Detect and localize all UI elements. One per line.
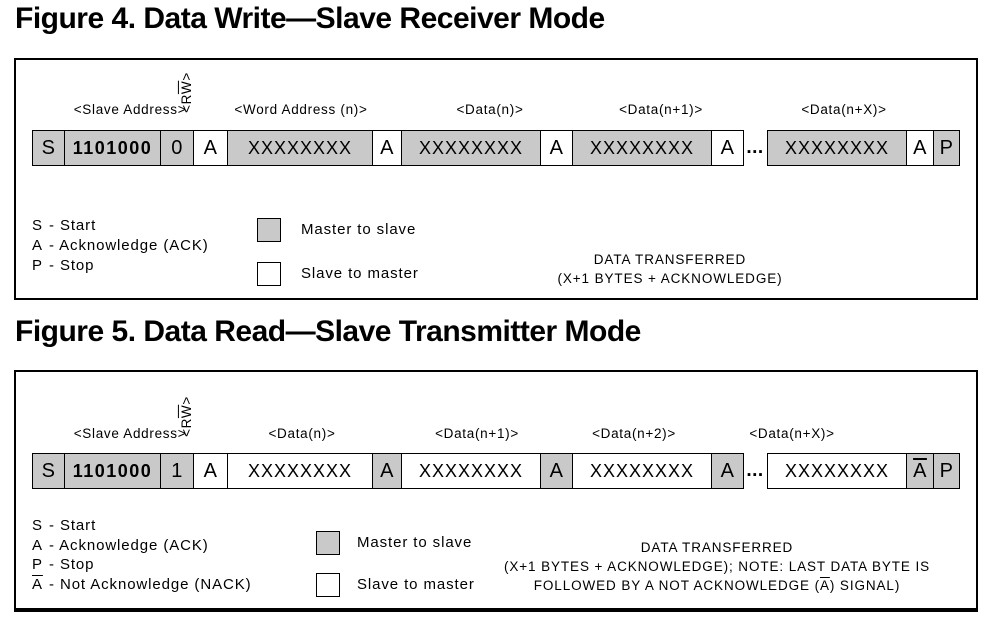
legend-item-ack: A- Acknowledge (ACK)	[32, 536, 209, 554]
cell-ack: A	[193, 453, 228, 489]
legend: S- Start A- Acknowledge (ACK) P- Stop	[32, 216, 209, 276]
cell-data-nx: XXXXXXXX	[767, 130, 907, 166]
cell-data-n2: XXXXXXXX	[572, 453, 712, 489]
legend-item-start: S- Start	[32, 517, 97, 534]
swatch-master-to-slave	[257, 218, 281, 242]
legend: S- Start A- Acknowledge (ACK) P- Stop A-…	[32, 516, 252, 594]
label-word-address: <Word Address (n)>	[234, 102, 368, 117]
cell-word-address: XXXXXXXX	[227, 130, 373, 166]
label-data-nx: <Data(n+X)>	[801, 102, 887, 117]
cell-ack: A	[711, 453, 744, 489]
key-master-to-slave: Master to slave	[357, 534, 473, 551]
cell-nack: A	[906, 453, 934, 489]
cell-start: S	[32, 130, 65, 166]
cell-stop: P	[933, 453, 960, 489]
cell-rw-bit: 0	[160, 130, 194, 166]
cell-data-n1: XXXXXXXX	[401, 453, 541, 489]
key-master-to-slave: Master to slave	[301, 221, 417, 238]
figure5-title: Figure 5. Data Read—Slave Transmitter Mo…	[15, 315, 641, 348]
cell-data-nx: XXXXXXXX	[767, 453, 907, 489]
swatch-master-to-slave	[316, 531, 340, 555]
cell-rw-bit: 1	[160, 453, 194, 489]
swatch-slave-to-master	[316, 573, 340, 597]
label-data-n: <Data(n)>	[456, 102, 524, 117]
note-data-transferred: DATA TRANSFERRED (X+1 BYTES + ACKNOWLEDG…	[557, 252, 783, 286]
cell-data-n1: XXXXXXXX	[572, 130, 712, 166]
label-slave-address: <Slave Address>	[73, 426, 187, 441]
cell-ack: A	[711, 130, 744, 166]
cell-ack: A	[372, 453, 402, 489]
signal-row: S 1101000 1 A XXXXXXXX A XXXXXXXX A XXXX…	[32, 453, 960, 489]
cell-ack: A	[906, 130, 934, 166]
note-data-transferred: DATA TRANSFERRED (X+1 BYTES + ACKNOWLEDG…	[503, 540, 931, 593]
cell-slave-address: 1101000	[64, 130, 161, 166]
cell-data-n: XXXXXXXX	[227, 453, 373, 489]
cell-ack: A	[193, 130, 228, 166]
key-slave-to-master: Slave to master	[357, 576, 475, 593]
legend-item-stop: P- Stop	[32, 556, 95, 573]
legend-item-stop: P- Stop	[32, 257, 95, 274]
label-data-n1: <Data(n+1)>	[619, 102, 703, 117]
legend-item-nack: A- Not Acknowledge (NACK)	[32, 575, 252, 593]
cell-ack: A	[372, 130, 402, 166]
label-data-n1: <Data(n+1)>	[435, 426, 519, 441]
figure5-diagram: <RW> <Slave Address> <Data(n)> <Data(n+1…	[14, 370, 978, 612]
key-slave-to-master: Slave to master	[301, 265, 419, 282]
cell-stop: P	[933, 130, 960, 166]
figure4-title: Figure 4. Data Write—Slave Receiver Mode	[15, 2, 605, 35]
legend-item-ack: A- Acknowledge (ACK)	[32, 237, 209, 254]
ellipsis: ...	[746, 137, 764, 158]
cell-data-n: XXXXXXXX	[401, 130, 541, 166]
cell-start: S	[32, 453, 65, 489]
cell-ack: A	[540, 453, 573, 489]
ellipsis: ...	[746, 460, 764, 481]
figure4-diagram: <RW> <Slave Address> <Word Address (n)> …	[14, 58, 978, 300]
swatch-slave-to-master	[257, 262, 281, 286]
label-data-n2: <Data(n+2)>	[592, 426, 676, 441]
signal-row: S 1101000 0 A XXXXXXXX A XXXXXXXX A XXXX…	[32, 130, 960, 166]
legend-item-start: S- Start	[32, 217, 97, 234]
cell-slave-address: 1101000	[64, 453, 161, 489]
cell-ack: A	[540, 130, 573, 166]
label-slave-address: <Slave Address>	[73, 102, 187, 117]
label-data-n: <Data(n)>	[268, 426, 336, 441]
label-data-nx: <Data(n+X)>	[749, 426, 835, 441]
